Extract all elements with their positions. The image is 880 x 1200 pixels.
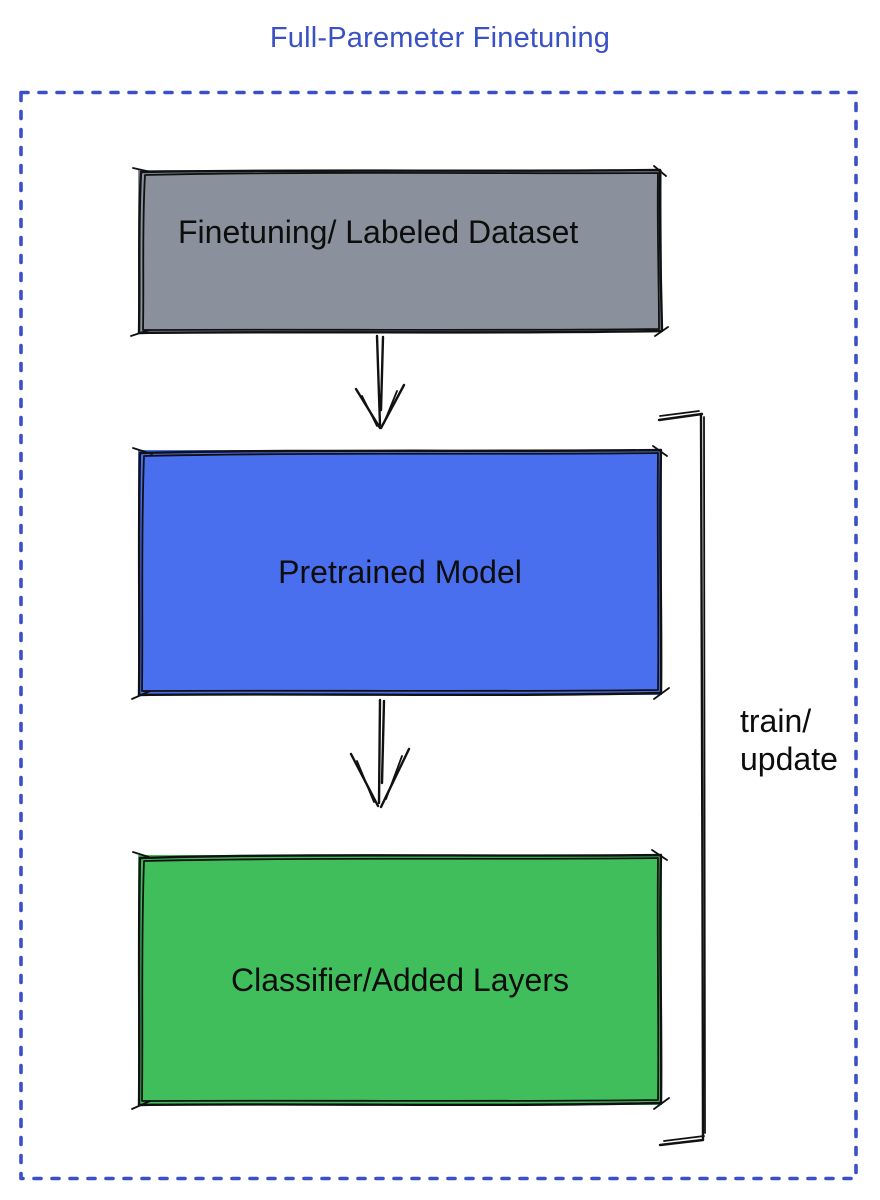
arrow-down-icon [349,698,411,809]
node-finetuning-dataset: Finetuning/ Labeled Dataset [138,170,662,332]
train-update-label: train/ update [740,702,838,778]
node-classifier-added-layers: Classifier/Added Layers [138,855,662,1105]
node-pretrained-model-label: Pretrained Model [278,554,522,590]
node-finetuning-dataset-label: Finetuning/ Labeled Dataset [178,214,579,250]
arrow-down-icon [354,334,406,430]
train-update-bracket-icon [657,410,706,1147]
page-title: Full-Paremeter Finetuning [269,22,611,54]
train-update-label-line1: train/ [740,703,812,739]
node-classifier-added-layers-label: Classifier/Added Layers [231,961,569,998]
train-update-label-line2: update [740,741,838,777]
node-pretrained-model: Pretrained Model [138,450,662,695]
